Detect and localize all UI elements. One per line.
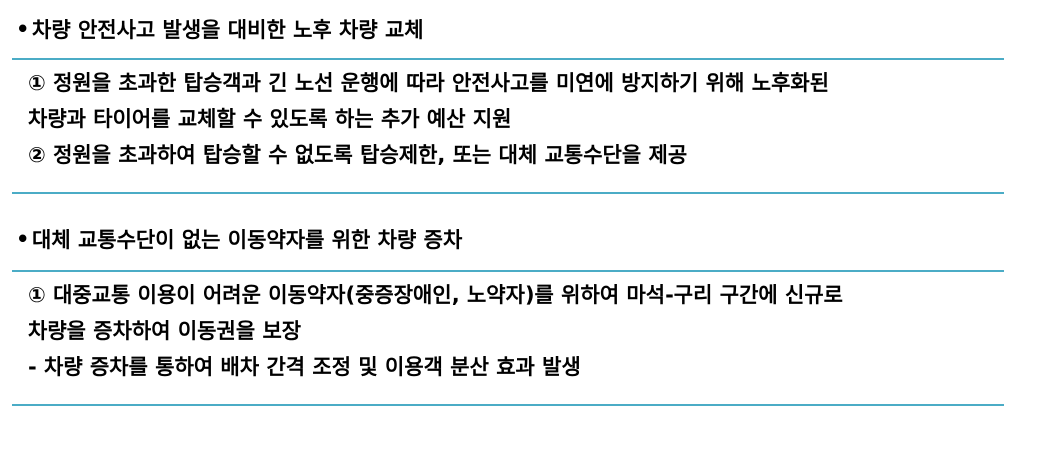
- section-2-line-1: ① 대중교통 이용이 어려운 이동약자(중증장애인, 노약자)를 위하여 마석-…: [28, 283, 843, 307]
- section-1-line-2: 차량과 타이어를 교체할 수 있도록 하는 추가 예산 지원: [28, 107, 512, 131]
- section-1-title: 차량 안전사고 발생을 대비한 노후 차량 교체: [32, 18, 424, 42]
- section-2-heading: • 대체 교통수단이 없는 이동약자를 위한 차량 증차: [12, 194, 1004, 272]
- section-1-line-1: ① 정원을 초과한 탑승객과 긴 노선 운행에 따라 안전사고를 미연에 방지하…: [28, 71, 830, 95]
- section-2-title: 대체 교통수단이 없는 이동약자를 위한 차량 증차: [32, 228, 463, 252]
- bullet-icon: •: [16, 227, 30, 251]
- section-1-line-3: ② 정원을 초과하여 탑승할 수 없도록 탑승제한, 또는 대체 교통수단을 제…: [28, 143, 688, 167]
- section-2-line-2: 차량을 증차하여 이동권을 보장: [28, 319, 302, 343]
- section-1-heading: • 차량 안전사고 발생을 대비한 노후 차량 교체: [12, 0, 1004, 60]
- section-1-body: ① 정원을 초과한 탑승객과 긴 노선 운행에 따라 안전사고를 미연에 방지하…: [12, 60, 1004, 194]
- section-2-body: ① 대중교통 이용이 어려운 이동약자(중증장애인, 노약자)를 위하여 마석-…: [12, 272, 1004, 406]
- bullet-icon: •: [16, 17, 30, 41]
- document: • 차량 안전사고 발생을 대비한 노후 차량 교체 ① 정원을 초과한 탑승객…: [12, 0, 1004, 406]
- section-2-line-3: - 차량 증차를 통하여 배차 간격 조정 및 이용객 분산 효과 발생: [28, 355, 581, 379]
